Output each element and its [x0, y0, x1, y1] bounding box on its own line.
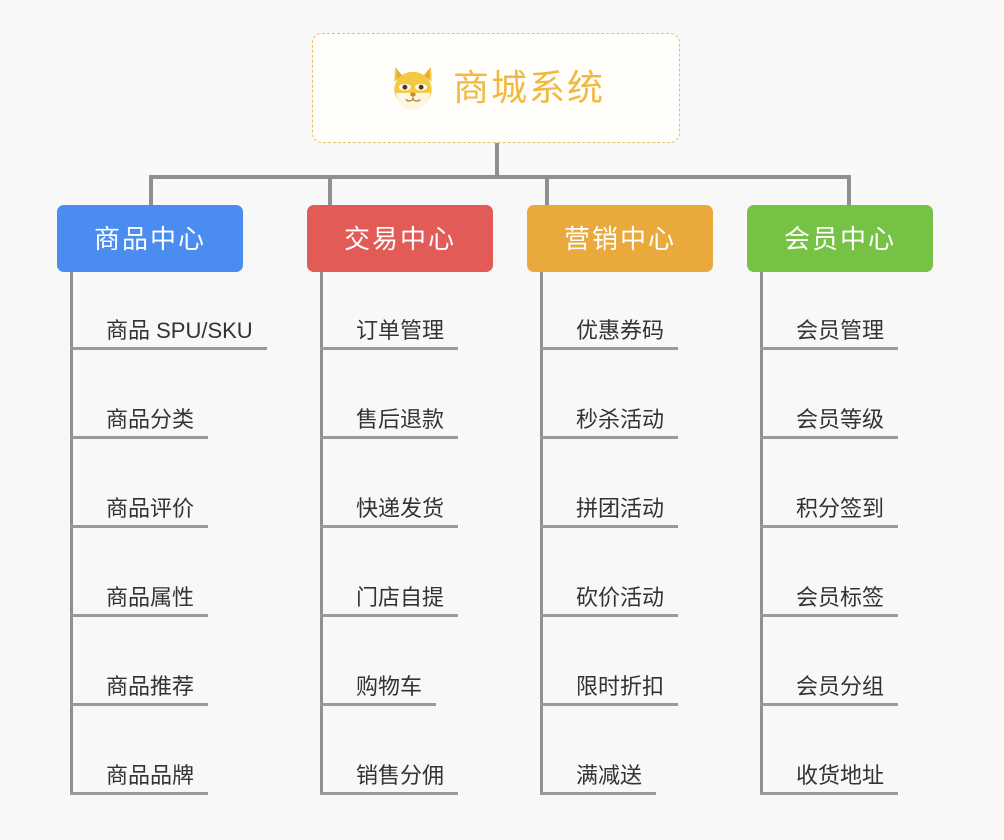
leaf-item-label: 会员等级	[796, 406, 885, 432]
leaf-item-underline	[70, 703, 209, 706]
leaf-item[interactable]: 优惠券码	[540, 294, 679, 350]
leaf-item-label: 会员管理	[796, 317, 885, 343]
leaf-item-label: 门店自提	[356, 584, 445, 610]
leaf-item[interactable]: 订单管理	[320, 294, 459, 350]
leaf-item-label: 会员标签	[796, 584, 885, 610]
leaf-item-label: 销售分佣	[356, 762, 445, 788]
leaf-item-underline	[760, 703, 899, 706]
root-node[interactable]: 商城系统	[312, 33, 680, 143]
leaf-spine	[70, 272, 73, 795]
leaf-item-underline	[320, 347, 459, 350]
leaf-item-underline	[540, 525, 679, 528]
leaf-item-underline	[70, 792, 209, 795]
leaf-spine	[320, 272, 323, 795]
leaf-item[interactable]: 商品推荐	[70, 650, 209, 706]
leaf-item-label: 商品评价	[106, 495, 195, 521]
leaf-item[interactable]: 购物车	[320, 650, 437, 706]
category-box-2[interactable]: 营销中心	[527, 205, 713, 272]
leaf-item-underline	[540, 614, 679, 617]
leaf-item[interactable]: 商品品牌	[70, 739, 209, 795]
category-box-0[interactable]: 商品中心	[57, 205, 243, 272]
leaf-item[interactable]: 会员标签	[760, 561, 899, 617]
leaf-item-underline	[540, 347, 679, 350]
leaf-item[interactable]: 商品分类	[70, 383, 209, 439]
leaf-item-underline	[320, 436, 459, 439]
shiba-dog-icon	[394, 66, 432, 110]
leaf-item-label: 限时折扣	[576, 673, 665, 699]
leaf-spine	[760, 272, 763, 795]
leaf-item-label: 商品分类	[106, 406, 195, 432]
leaf-item-label: 秒杀活动	[576, 406, 665, 432]
leaf-item-underline	[70, 347, 267, 350]
category-box-1[interactable]: 交易中心	[307, 205, 493, 272]
leaf-item[interactable]: 售后退款	[320, 383, 459, 439]
leaf-item[interactable]: 销售分佣	[320, 739, 459, 795]
leaf-item-underline	[70, 436, 209, 439]
leaf-item[interactable]: 秒杀活动	[540, 383, 679, 439]
leaf-item-label: 拼团活动	[576, 495, 665, 521]
category-label-3: 会员中心	[783, 223, 896, 254]
leaf-item-label: 会员分组	[796, 673, 885, 699]
category-label-1: 交易中心	[343, 223, 456, 254]
leaf-item-underline	[760, 436, 899, 439]
leaf-item-underline	[760, 614, 899, 617]
leaf-item-label: 快递发货	[356, 495, 445, 521]
leaf-item-label: 收货地址	[796, 762, 885, 788]
leaf-item[interactable]: 拼团活动	[540, 472, 679, 528]
leaf-item-label: 满减送	[576, 762, 643, 788]
root-title: 商城系统	[452, 67, 605, 108]
leaf-item[interactable]: 会员管理	[760, 294, 899, 350]
leaf-item-label: 优惠券码	[576, 317, 665, 343]
leaf-item[interactable]: 积分签到	[760, 472, 899, 528]
leaf-item-label: 商品推荐	[106, 673, 195, 699]
connector-root-stem	[495, 143, 499, 177]
leaf-item-underline	[320, 525, 459, 528]
leaf-item-underline	[70, 614, 209, 617]
leaf-item-underline	[320, 792, 459, 795]
leaf-item[interactable]: 会员等级	[760, 383, 899, 439]
leaf-item-underline	[540, 792, 657, 795]
leaf-item-label: 售后退款	[356, 406, 445, 432]
leaf-item[interactable]: 收货地址	[760, 739, 899, 795]
leaf-item-label: 商品品牌	[106, 762, 195, 788]
leaf-item[interactable]: 砍价活动	[540, 561, 679, 617]
leaf-item-label: 商品属性	[106, 584, 195, 610]
leaf-item-label: 订单管理	[356, 317, 445, 343]
connector-horizontal-bus	[149, 175, 851, 179]
connector-drop-1	[149, 177, 153, 207]
leaf-item-underline	[760, 792, 899, 795]
leaf-item-label: 购物车	[356, 673, 423, 699]
leaf-item-label: 积分签到	[796, 495, 885, 521]
leaf-item[interactable]: 限时折扣	[540, 650, 679, 706]
leaf-item[interactable]: 商品评价	[70, 472, 209, 528]
connector-drop-4	[847, 177, 851, 207]
leaf-item-label: 商品 SPU/SKU	[106, 317, 253, 343]
leaf-item[interactable]: 商品 SPU/SKU	[70, 294, 267, 350]
leaf-item[interactable]: 商品属性	[70, 561, 209, 617]
leaf-item-underline	[760, 347, 899, 350]
leaf-item-underline	[540, 703, 679, 706]
connector-drop-3	[545, 177, 549, 207]
category-label-2: 营销中心	[563, 223, 676, 254]
leaf-item-underline	[540, 436, 679, 439]
leaf-item-underline	[760, 525, 899, 528]
leaf-item[interactable]: 会员分组	[760, 650, 899, 706]
leaf-item[interactable]: 门店自提	[320, 561, 459, 617]
connector-drop-2	[328, 177, 332, 207]
leaf-item-label: 砍价活动	[576, 584, 665, 610]
leaf-spine	[540, 272, 543, 795]
leaf-item[interactable]: 满减送	[540, 739, 657, 795]
leaf-item[interactable]: 快递发货	[320, 472, 459, 528]
leaf-item-underline	[320, 703, 437, 706]
leaf-item-underline	[70, 525, 209, 528]
category-label-0: 商品中心	[93, 223, 206, 254]
leaf-item-underline	[320, 614, 459, 617]
category-box-3[interactable]: 会员中心	[747, 205, 933, 272]
